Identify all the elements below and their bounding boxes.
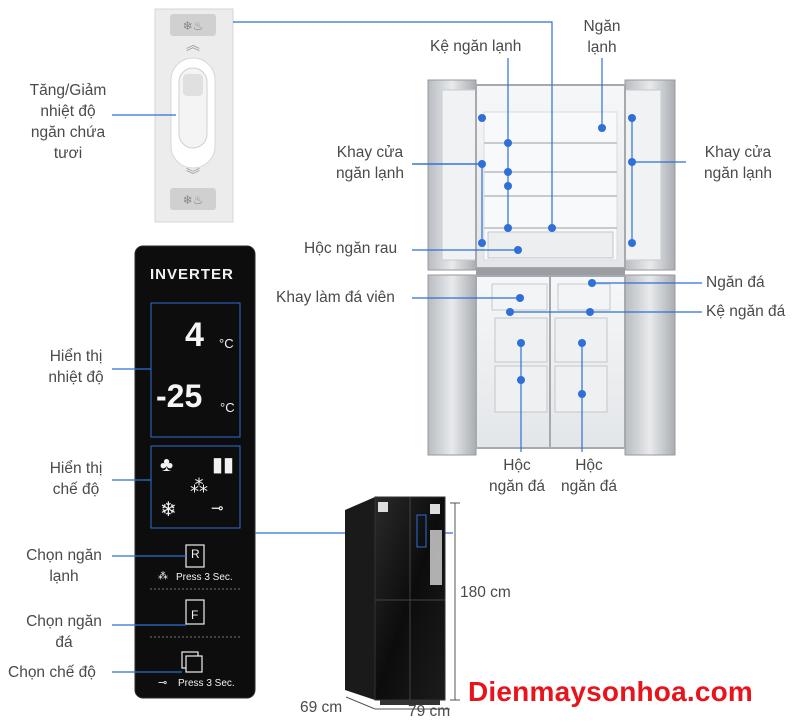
- press-hint-1: Press 3 Sec.: [176, 572, 233, 583]
- label-hoc-ngan-rau: Hộc ngăn rau: [304, 240, 398, 257]
- fridge-temp-display: 4: [185, 316, 204, 354]
- dimension-width: 79 cm: [408, 703, 451, 720]
- dimension-height: 180 cm: [460, 584, 511, 601]
- svg-text:❄♨: ❄♨: [183, 193, 204, 207]
- dimension-depth: 69 cm: [300, 699, 343, 716]
- label-ngan-da: Ngăn đá: [706, 274, 765, 291]
- press-hint-2: Press 3 Sec.: [178, 678, 235, 689]
- fridge-select-button[interactable]: R: [191, 547, 200, 561]
- snowflake-mode-icon: ❄: [160, 499, 177, 521]
- fridge-temp-unit: °C: [219, 336, 234, 351]
- fridge-markers: [478, 114, 636, 398]
- fridge-leaders: [233, 21, 702, 452]
- key-small-icon: ⊸: [158, 677, 168, 689]
- label-ke-ngan-lanh: Kệ ngăn lạnh: [430, 38, 522, 55]
- control-panel: [134, 245, 256, 699]
- watermark: Dienmaysonhoa.com: [468, 676, 754, 707]
- freezer-temp-unit: °C: [220, 400, 235, 415]
- label-ke-ngan-da: Kệ ngăn đá: [706, 303, 786, 320]
- label-chon-che-do: Chọn chế độ: [8, 664, 96, 681]
- svg-text:︽: ︽: [186, 37, 200, 53]
- mode-select-button[interactable]: [182, 652, 204, 674]
- label-khay-lam-da: Khay làm đá viên: [276, 289, 395, 306]
- inverter-brand: INVERTER: [150, 266, 234, 283]
- freezer-temp-display: -25: [156, 378, 203, 414]
- fruit-mode-icon: ⁂: [190, 476, 208, 496]
- lock-key-icon: ⊸: [211, 500, 224, 517]
- svg-text:︾: ︾: [186, 167, 200, 183]
- closed-fridge: [345, 496, 446, 705]
- fruit-small-icon: ⁂: [158, 571, 168, 582]
- dimension-lines: [345, 502, 460, 710]
- freezer-select-button[interactable]: F: [191, 608, 199, 622]
- svg-text:❄♨: ❄♨: [183, 19, 204, 33]
- bottle-mode-icon: ▮▮: [212, 454, 235, 476]
- dial-panel: ❄♨ ︽ ︾ ❄♨: [154, 8, 234, 223]
- fresh-mode-icon: ♣: [160, 454, 174, 476]
